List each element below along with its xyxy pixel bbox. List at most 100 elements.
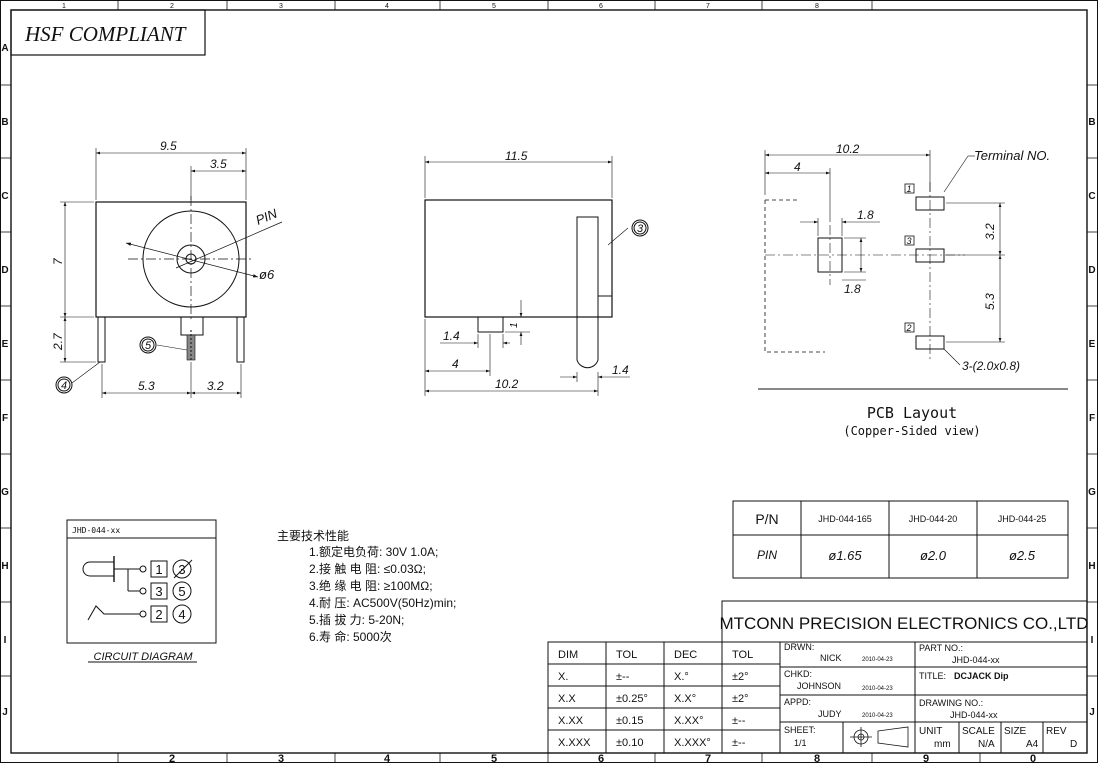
size-label: SIZE [1004, 726, 1027, 737]
tol-cell: X.XX° [674, 715, 703, 727]
dim-4: 4 [452, 357, 459, 371]
part-label: PART NO.: [919, 643, 963, 653]
bottom-col-label: 0 [1030, 753, 1036, 763]
terminal-1: 1 [906, 184, 911, 194]
pn-header-cell: JHD-044-165 [818, 514, 872, 524]
dim-length: 11.5 [505, 149, 528, 163]
spec-title: 主要技术性能 [277, 529, 349, 543]
pn-row-cell: ø2.0 [920, 548, 947, 563]
size-value: A4 [1026, 739, 1039, 750]
pn-header-cell: JHD-044-25 [998, 514, 1047, 524]
drawing-value: JHD-044-xx [950, 710, 998, 720]
tol-cell: ±-- [616, 671, 630, 683]
side-view-labels: 11.5 3 1.4 1 4 10.2 1.4 [443, 149, 644, 391]
row-label: I [1091, 635, 1094, 646]
chkd-name: JOHNSON [797, 681, 841, 691]
callout-3: 3 [637, 223, 644, 235]
tol-cell: X.XXX [558, 737, 591, 749]
border-row-labels: A B C D E F G H I J B C D E F G H I J [1, 43, 1096, 718]
hsf-badge: HSF COMPLIANT [10, 9, 206, 56]
bottom-col-label: 4 [384, 753, 391, 763]
dim-pin-len: 2.7 [51, 332, 65, 351]
bottom-col-label: 3 [278, 753, 284, 763]
top-col-label: 1 [62, 3, 66, 10]
scale-label: SCALE [962, 726, 995, 737]
scale-value: N/A [978, 739, 995, 750]
row-label: H [1088, 561, 1095, 572]
part-value: JHD-044-xx [952, 655, 1000, 665]
circuit-caption: CIRCUIT DIAGRAM [94, 651, 194, 663]
spec-line: 1.额定电负荷: 30V 1.0A; [309, 544, 438, 559]
chkd-date: 2010-04-23 [862, 686, 893, 692]
side-view [424, 156, 649, 396]
spec-line: 6.寿 命: 5000次 [309, 629, 392, 644]
pcb-layout [758, 150, 1068, 390]
pad-note: 3-(2.0x0.8) [962, 359, 1020, 373]
pcb-dim-1-8-a: 1.8 [857, 208, 874, 222]
callout-5: 5 [145, 340, 152, 352]
row-label: E [1089, 339, 1096, 350]
projection-symbol-icon [850, 726, 909, 748]
drwn-label: DRWN: [784, 642, 814, 652]
dim-1: 1 [509, 322, 520, 328]
row-label: B [1, 117, 8, 128]
unit-value: mm [934, 739, 951, 750]
dim-bottom-right: 3.2 [207, 379, 224, 393]
row-label: J [2, 707, 8, 718]
tol-cell: X.XX [558, 715, 584, 727]
row-label: C [1088, 191, 1095, 202]
circuit-header: JHD-044-xx [72, 526, 120, 535]
circuit-label: 1 [155, 562, 162, 577]
pcb-dim-5-3: 5.3 [983, 293, 997, 310]
pcb-dim-3-2: 3.2 [983, 223, 997, 240]
pcb-dim-4: 4 [794, 160, 801, 174]
spec-line: 2.接 触 电 阻: ≤0.03Ω; [309, 561, 426, 576]
top-col-label: 7 [706, 3, 710, 10]
row-label: D [1088, 265, 1095, 276]
dia-label: ø6 [259, 267, 275, 282]
pn-header-cell: JHD-044-20 [909, 514, 958, 524]
bottom-col-label: 7 [705, 753, 711, 763]
top-col-label: 6 [599, 3, 603, 10]
pn-row-cell: ø2.5 [1009, 548, 1036, 563]
rev-value: D [1070, 739, 1077, 750]
unit-label: UNIT [919, 726, 942, 737]
top-col-label: 2 [170, 3, 174, 10]
row-label: F [2, 413, 8, 424]
drawing-label: DRAWING NO.: [919, 698, 983, 708]
circuit-label: 3 [178, 562, 185, 577]
top-col-label: 8 [815, 3, 819, 10]
tol-header: DEC [674, 649, 697, 661]
dim-bottom-left: 5.3 [138, 379, 155, 393]
tol-cell: ±0.25° [616, 693, 648, 705]
row-label: D [1, 265, 8, 276]
drwn-name: NICK [820, 653, 842, 663]
pcb-title: PCB Layout [867, 404, 957, 422]
pn-row-cell: PIN [757, 548, 777, 562]
circuit-label: 3 [155, 584, 162, 599]
circuit-label: 4 [178, 607, 185, 622]
tol-cell: ±0.10 [616, 737, 643, 749]
terminal-3: 3 [906, 236, 911, 246]
tol-header: TOL [616, 649, 637, 661]
pcb-dim-1-8-b: 1.8 [844, 282, 861, 296]
circuit-diagram: JHD-044-xx 1 3 3 5 2 4 CIRCUIT DIAGRAM [66, 519, 217, 663]
circuit-label: 5 [178, 584, 185, 599]
title-value: DCJACK Dip [954, 671, 1009, 681]
terminal-label: Terminal NO. [974, 148, 1050, 163]
tol-cell: ±-- [732, 737, 746, 749]
appd-label: APPD: [784, 697, 811, 707]
pn-table: P/N JHD-044-165 JHD-044-20 JHD-044-25 PI… [732, 500, 1069, 579]
rev-label: REV [1046, 726, 1067, 737]
tol-cell: ±-- [732, 715, 746, 727]
row-label: I [4, 635, 7, 646]
hsf-badge-text: HSF COMPLIANT [24, 22, 187, 46]
row-label: A [1, 43, 8, 54]
spec-line: 4.耐 压: AC500V(50Hz)min; [309, 596, 456, 610]
tol-cell: ±0.15 [616, 715, 643, 727]
spec-line: 5.插 拔 力: 5-20N; [309, 612, 404, 627]
dim-offset: 3.5 [210, 157, 227, 171]
tolerance-table: DIM TOL DEC TOL X. ±-- X.° ±2° X.X ±0.25… [547, 641, 781, 754]
tol-header: DIM [558, 649, 578, 661]
pcb-labels: 10.2 4 1.8 1.8 3.2 5.3 Terminal NO. 1 3 … [794, 142, 1050, 438]
